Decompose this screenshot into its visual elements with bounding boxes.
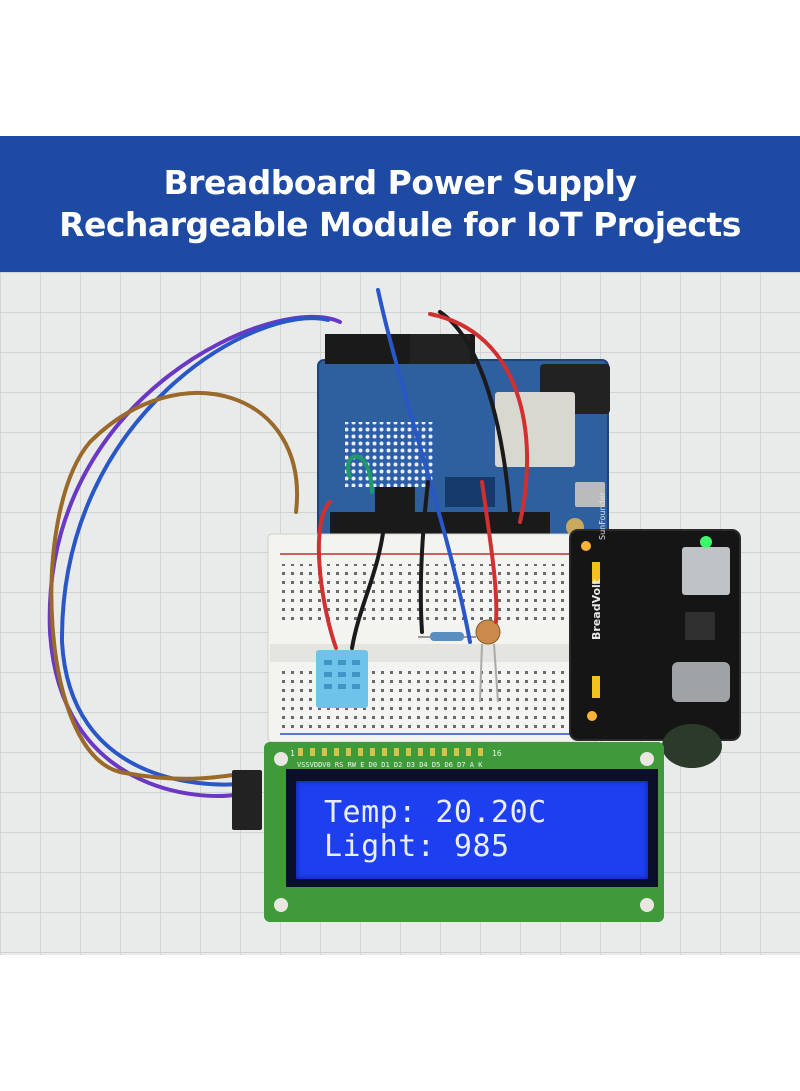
jumper-wires [47,288,530,798]
module-name-label: BreadVolt [590,578,603,640]
lcd-line-temperature: Temp: 20.20C [324,795,547,830]
power-supply-module [569,529,741,768]
lcd-pin-labels: VSSVDDV0 RS RW E D0 D1 D2 D3 D4 D5 D6 D7… [297,761,483,769]
wire-connector [232,770,262,830]
module-brand-label: SunFounder [598,492,607,540]
photoresistor [475,619,501,703]
title-banner: Breadboard Power Supply Rechargeable Mod… [0,136,800,272]
lcd-pin-first-label: 1 [290,749,295,758]
lcd-screen: Temp: 20.20C Light: 985 [296,781,648,879]
title-line-2: Rechargeable Module for IoT Projects [59,205,741,244]
temperature-sensor [316,650,368,708]
lcd-pin-last-label: 16 [492,749,502,758]
arduino-board [317,334,610,540]
title-line-1: Breadboard Power Supply [163,163,637,202]
lcd-line-light: Light: 985 [324,829,510,864]
